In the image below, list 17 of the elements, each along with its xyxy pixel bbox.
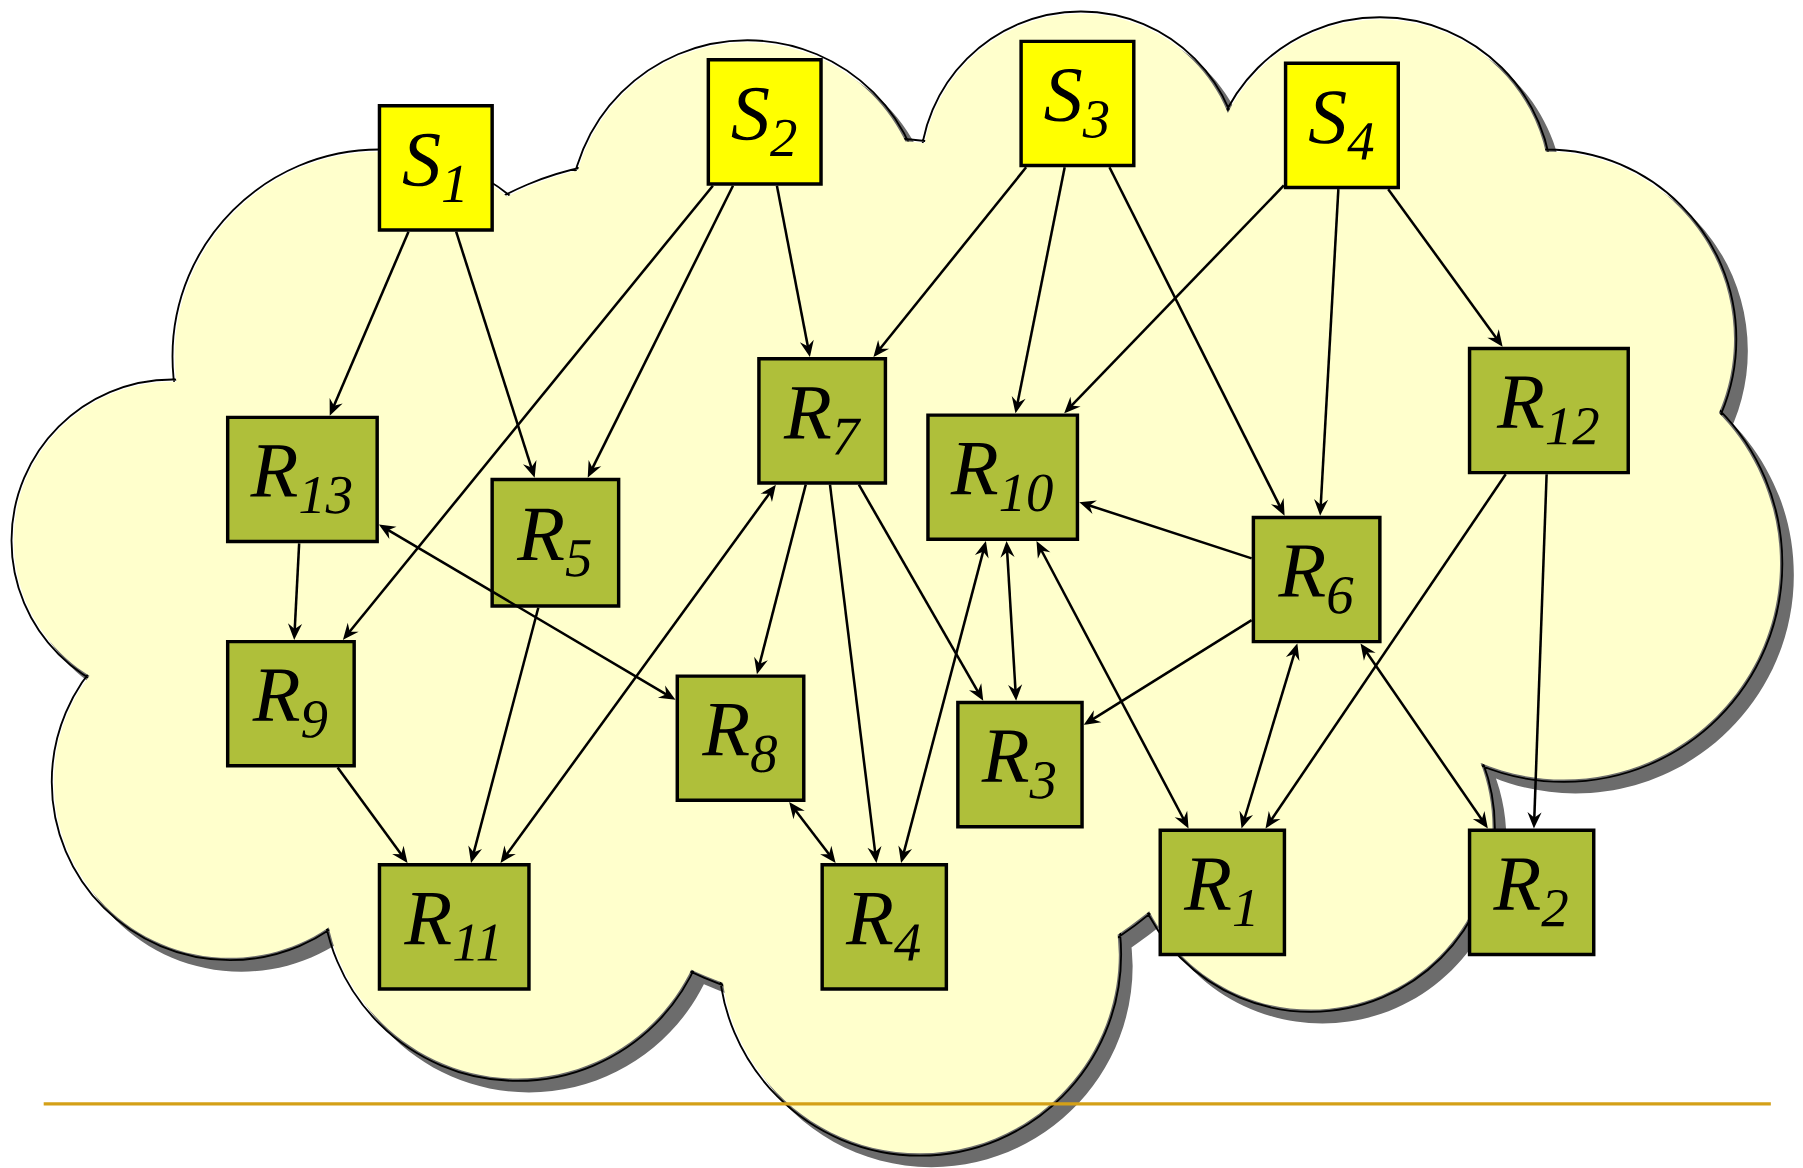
router-box: R$_{12}$ bbox=[1467, 346, 1630, 475]
router-box: R$_{10}$ bbox=[926, 413, 1080, 541]
router-box: R$_{8}$ bbox=[675, 674, 806, 802]
router-box: R$_{11}$ bbox=[377, 862, 531, 991]
router-box: R$_{7}$ bbox=[757, 356, 888, 485]
router-box: R$_{9}$ bbox=[225, 639, 356, 768]
source-box: S$_{3}$ bbox=[1019, 39, 1136, 168]
source-box: S$_{1}$ bbox=[377, 103, 494, 232]
router-box: R$_{1}$ bbox=[1158, 828, 1287, 956]
source-box: S$_{4}$ bbox=[1283, 61, 1400, 190]
router-box: R$_{13}$ bbox=[225, 415, 379, 544]
source-box: S$_{2}$ bbox=[706, 57, 823, 186]
router-box: R$_{3}$ bbox=[956, 700, 1084, 829]
router-box: R$_{4}$ bbox=[820, 862, 949, 991]
router-box: R$_{6}$ bbox=[1251, 515, 1382, 644]
router-box: R$_{2}$ bbox=[1467, 828, 1596, 956]
router-box: R$_{5}$ bbox=[490, 477, 621, 608]
